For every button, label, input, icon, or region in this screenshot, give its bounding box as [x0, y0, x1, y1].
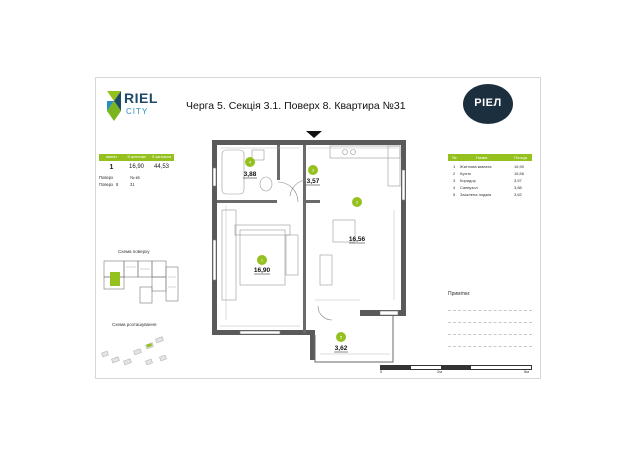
room-num-5: 5	[340, 335, 343, 340]
legend-header: № Назва Площа	[448, 154, 532, 161]
scale-label-0: 0	[380, 369, 383, 374]
bathroom-fixtures	[221, 149, 273, 195]
scale-segment	[441, 366, 471, 369]
area-underlines	[243, 177, 365, 353]
note-line	[448, 346, 532, 347]
floor-scheme-caption: Схема поверху	[118, 249, 150, 254]
floor-value: 8	[116, 182, 119, 187]
legend-area: 3,57	[514, 178, 522, 183]
room-num-2: 2	[356, 200, 359, 205]
room-num-3: 3	[312, 168, 315, 173]
door-swings	[277, 179, 333, 321]
legend-row: 3 Коридор 3,57	[448, 177, 532, 184]
legend-row: 1 Житлова кімната 16,90	[448, 163, 532, 170]
note-line	[448, 310, 532, 311]
legend-area: 16,90	[514, 164, 525, 169]
room-area-4: 3,88	[244, 171, 257, 178]
room-num-4: 4	[249, 160, 252, 165]
legend-area: 3,62	[514, 192, 522, 197]
info-labels: Поверх № кв	[99, 175, 140, 180]
info-values: Поверх 8 31	[99, 182, 135, 187]
legend-num: 2	[453, 171, 456, 176]
logo-city-text: CITY	[126, 107, 149, 116]
badge-text: РІЕЛ	[474, 97, 502, 109]
note-line	[448, 322, 532, 323]
kitchen-fixtures	[319, 145, 401, 286]
logo-riel-text: RIEL	[124, 90, 158, 106]
scale-bar	[380, 365, 532, 370]
room-markers	[245, 157, 362, 342]
apt-value: 31	[130, 182, 135, 187]
interior-walls	[217, 145, 320, 333]
legend-area: 3,88	[514, 185, 522, 190]
room-num-1: 1	[261, 258, 264, 263]
legend-row: 2 Кухня 16,56	[448, 170, 532, 177]
legend-name: Коридор	[460, 178, 476, 183]
notes-label: Примітки:	[448, 291, 471, 297]
windows	[212, 167, 406, 335]
room-marker-1	[257, 255, 267, 265]
floor-scheme-map	[103, 260, 179, 304]
legend-row: 4 Санвузол 3,88	[448, 184, 532, 191]
legend-name: Засклена лоджія	[460, 192, 492, 197]
living-room-furniture	[221, 209, 299, 301]
site-scheme-map	[101, 336, 167, 366]
info-table-header: кімнат S житлова S загальна	[99, 154, 174, 161]
room-area-3: 3,57	[307, 178, 320, 185]
legend-num: 5	[453, 192, 456, 197]
room-area-1: 16,90	[254, 267, 271, 274]
legend-name: Кухня	[460, 171, 471, 176]
scale-label-5m: 5м	[524, 369, 529, 374]
legend-num: 4	[453, 185, 456, 190]
legend-num: 1	[453, 164, 456, 169]
info-rooms-value: 1	[109, 164, 114, 171]
floor-label: Поверх	[99, 175, 114, 180]
room-area-5: 3,62	[335, 345, 348, 352]
apt-label: № кв	[130, 175, 140, 180]
info-living-value: 16,90	[128, 164, 144, 170]
legend-name: Житлова кімната	[460, 164, 492, 169]
dimension-lines	[220, 147, 398, 355]
entrance-arrow	[306, 131, 322, 138]
riel-badge: РІЕЛ	[463, 84, 513, 124]
room-marker-2	[352, 197, 362, 207]
legend-name: Санвузол	[460, 185, 478, 190]
info-header-rooms: кімнат	[106, 155, 117, 159]
legend-header-num: №	[452, 155, 457, 160]
room-area-2: 16,56	[349, 236, 366, 243]
loggia-outline	[314, 316, 394, 363]
legend-area: 16,56	[514, 171, 525, 176]
plan-sheet	[95, 77, 541, 379]
legend-header-area: Площа	[514, 155, 527, 160]
info-header-total: S загальна	[151, 155, 172, 159]
site-scheme-caption: Схема розташування	[112, 322, 157, 327]
legend-num: 3	[453, 178, 456, 183]
legend-header-name: Назва	[476, 155, 488, 160]
legend-row: 5 Засклена лоджія 3,62	[448, 191, 532, 198]
floor-label-2: Поверх	[99, 182, 114, 187]
room-marker-3	[308, 165, 318, 175]
riel-city-logo	[107, 91, 121, 121]
room-marker-4	[245, 157, 255, 167]
note-line	[448, 334, 532, 335]
scale-label-2m: 2м	[437, 369, 442, 374]
scale-segment	[381, 366, 411, 369]
info-header-living: S житлова	[127, 155, 146, 159]
info-total-value: 44,53	[153, 164, 169, 170]
page-title: Черга 5. Секція 3.1. Поверх 8. Квартира …	[186, 100, 406, 112]
room-marker-5	[336, 332, 346, 342]
info-table-row: 1 16,90 44,53	[99, 164, 174, 171]
